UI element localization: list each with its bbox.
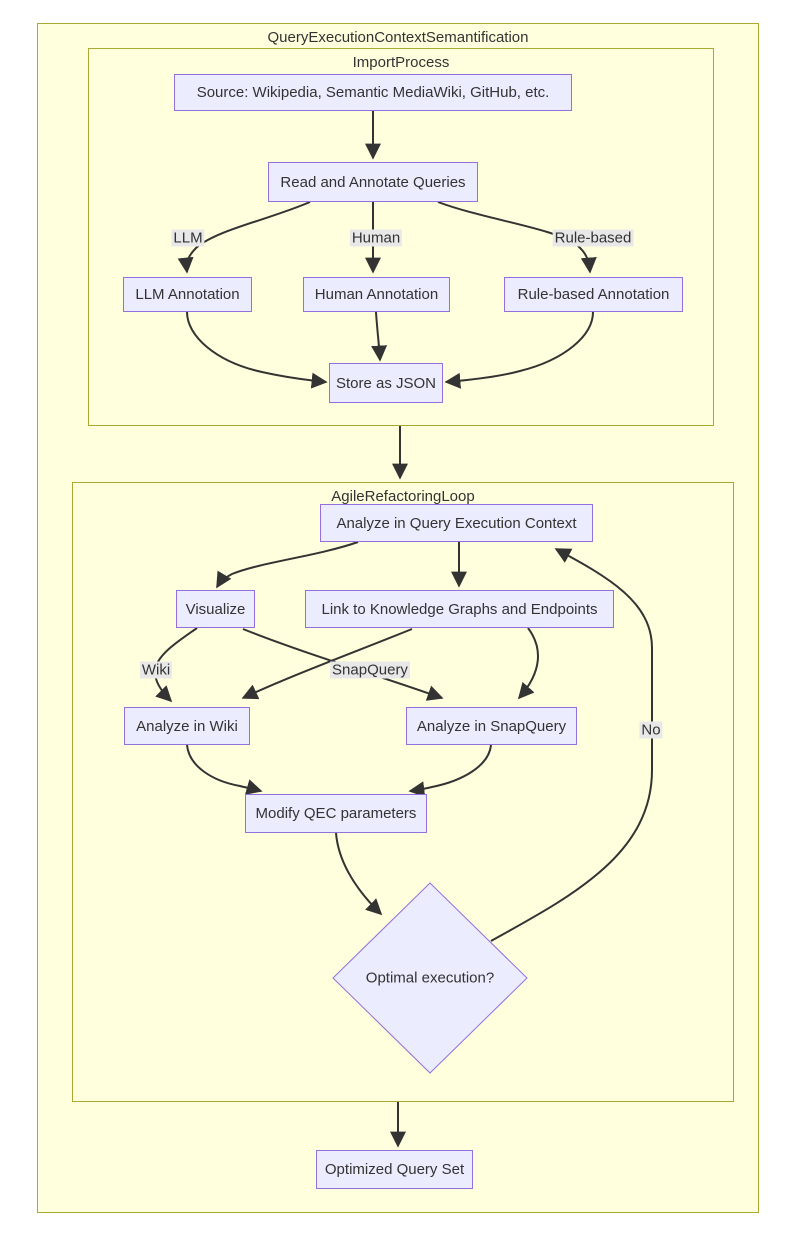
decision-diamond-label: Optimal execution? [365, 969, 495, 987]
node-optimized-set: Optimized Query Set [316, 1150, 473, 1189]
node-rule-annotation: Rule-based Annotation [504, 277, 683, 312]
node-store-json: Store as JSON [329, 363, 443, 403]
edge-label-snapquery: SnapQuery [330, 661, 410, 679]
node-source: Source: Wikipedia, Semantic MediaWiki, G… [174, 74, 572, 111]
node-link-kg: Link to Knowledge Graphs and Endpoints [305, 590, 614, 628]
node-analyze-qec: Analyze in Query Execution Context [320, 504, 593, 542]
edge-analyzesnapquery-to-modify [408, 744, 492, 798]
edge-link-to-analyzesnapquery [517, 627, 539, 700]
edge-label-human: Human [349, 229, 403, 247]
edge-rule-to-store [444, 311, 594, 389]
edge-analyzeqec-to-visualize [216, 541, 359, 589]
edge-human-to-store [371, 311, 388, 362]
edge-llm-to-store [186, 311, 328, 389]
edge-modify-to-decision [335, 832, 383, 916]
node-analyze-wiki: Analyze in Wiki [124, 707, 250, 745]
node-llm-annotation: LLM Annotation [123, 277, 252, 312]
edge-label-no: No [639, 721, 663, 739]
edge-read-to-llm-annotation [177, 201, 311, 274]
node-human-annotation: Human Annotation [303, 277, 450, 312]
node-read-annotate: Read and Annotate Queries [268, 162, 478, 202]
edge-label-rule-based: Rule-based [552, 229, 634, 247]
edge-link-to-analyzewiki [241, 628, 413, 700]
node-analyze-snapquery: Analyze in SnapQuery [406, 707, 577, 745]
node-modify-qec: Modify QEC parameters [245, 794, 427, 833]
edge-analyzewiki-to-modify [186, 744, 263, 795]
decision-diamond [332, 882, 528, 1074]
edge-label-wiki: Wiki [139, 661, 173, 679]
edge-decision-no-to-analyzeqec [490, 548, 653, 942]
node-visualize: Visualize [176, 590, 255, 628]
edge-label-llm: LLM [171, 229, 205, 247]
